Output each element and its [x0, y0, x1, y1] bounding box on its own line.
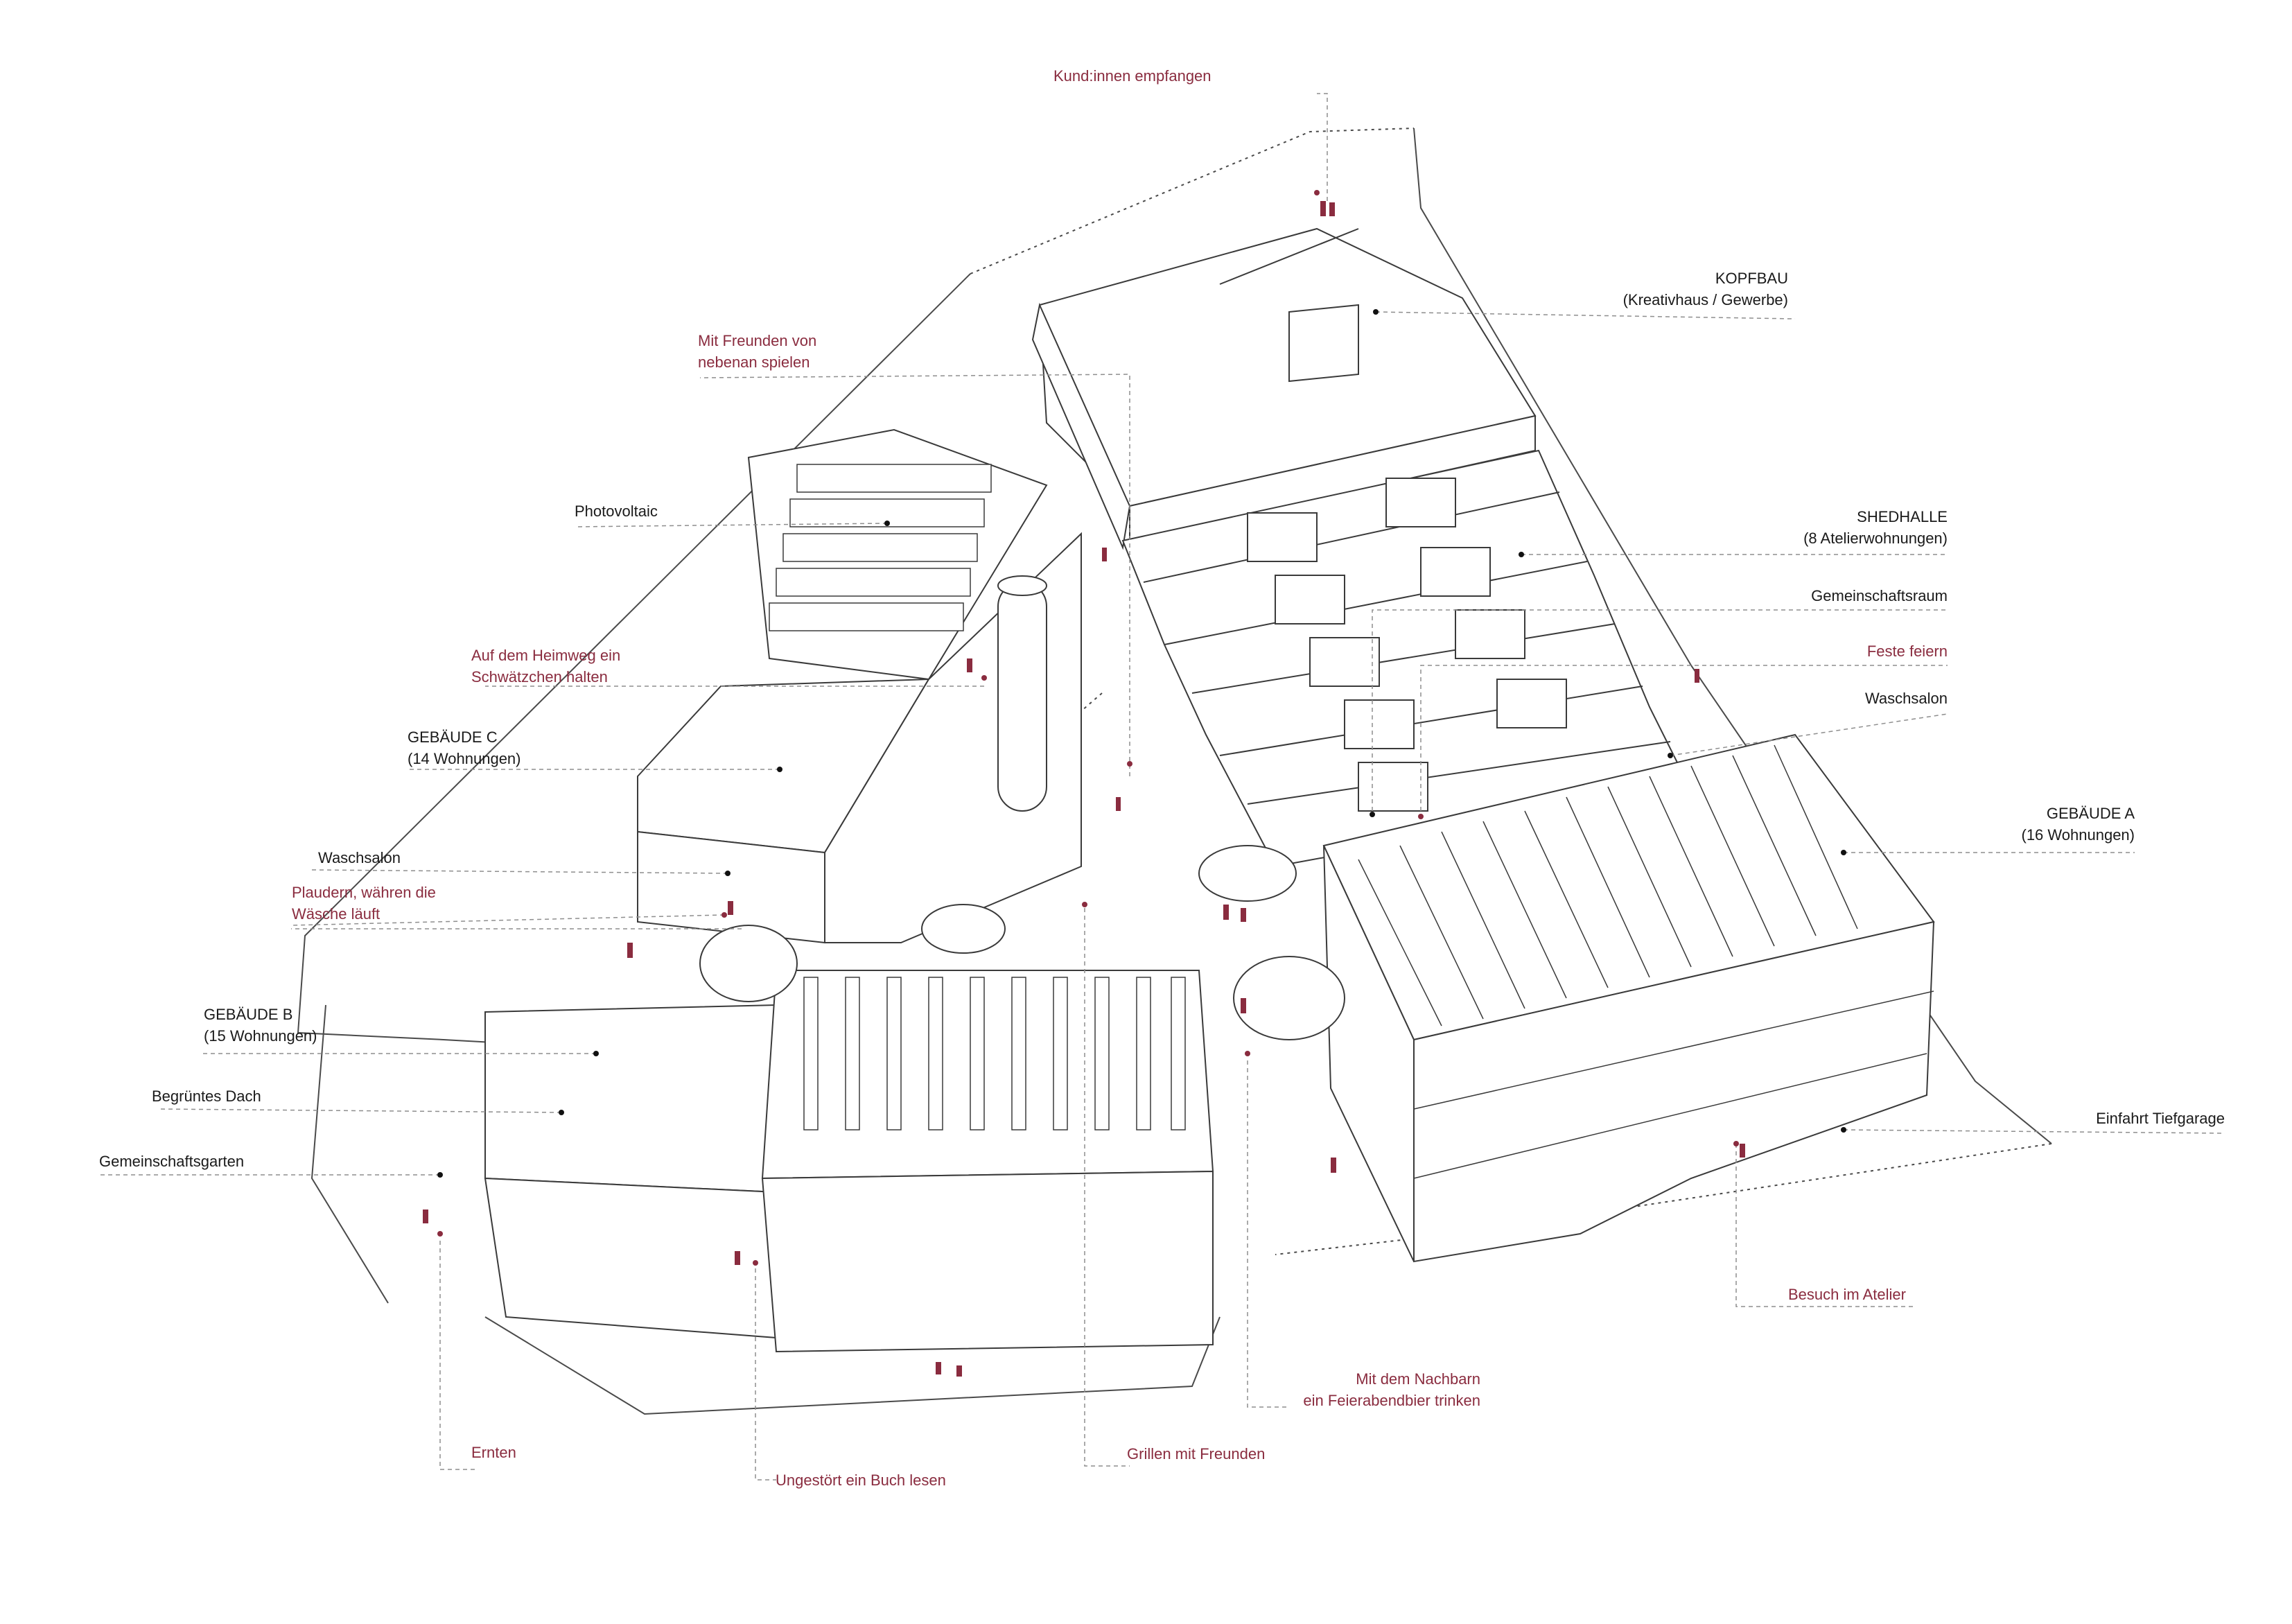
label-waschsalon-a: Waschsalon — [1864, 690, 1948, 707]
activity-buch-lesen: Ungestört ein Buch lesen — [776, 1472, 946, 1489]
label-gebaeude-b: GEBÄUDE B (15 Wohnungen) — [204, 1004, 317, 1047]
label-gebaeude-c: GEBÄUDE C (14 Wohnungen) — [408, 726, 521, 769]
label-gebaeude-c-title: GEBÄUDE C — [408, 728, 498, 746]
label-einfahrt-tiefgarage: Einfahrt Tiefgarage — [2096, 1110, 2225, 1127]
kopfbau-building — [1031, 227, 1537, 550]
label-gebaeude-a-subtitle: (16 Wohnungen) — [2021, 826, 2135, 844]
label-kopfbau: KOPFBAU (Kreativhaus / Gewerbe) — [1623, 268, 1788, 311]
people-figures — [423, 201, 1745, 1377]
label-shedhalle-title: SHEDHALLE — [1857, 508, 1948, 525]
gebaeude-c-building — [637, 428, 1082, 944]
activity-grillen-mit-freunden: Grillen mit Freunden — [1127, 1445, 1266, 1463]
label-gebaeude-a-title: GEBÄUDE A — [2046, 805, 2135, 822]
label-gebaeude-b-title: GEBÄUDE B — [204, 1006, 293, 1023]
activity-plaudern-waesche: Plaudern, währen die Wäsche läuft — [292, 884, 436, 923]
shedhalle-building — [1121, 449, 1692, 868]
label-waschsalon-c: Waschsalon — [318, 849, 401, 866]
label-photovoltaic: Photovoltaic — [575, 503, 658, 520]
leader-dots — [437, 309, 1846, 1178]
activity-kundinnen-empfangen: Kund:innen empfangen — [1053, 67, 1211, 85]
activity-besuch-im-atelier: Besuch im Atelier — [1788, 1286, 1906, 1303]
activity-heimweg-schwaetzchen: Auf dem Heimweg ein Schwätzchen halten — [471, 647, 621, 686]
activity-dots — [437, 190, 1739, 1266]
gebaeude-b-building — [484, 970, 1214, 1353]
label-kopfbau-title: KOPFBAU — [1715, 270, 1788, 287]
activity-feierabendbier: Mit dem Nachbarn ein Feierabendbier trin… — [1303, 1370, 1480, 1409]
leader-lines — [97, 93, 2225, 1481]
gebaeude-a-building — [699, 733, 1935, 1263]
label-gemeinschaftsgarten: Gemeinschaftsgarten — [99, 1153, 245, 1170]
label-gemeinschaftsraum: Gemeinschaftsraum — [1811, 587, 1948, 604]
label-shedhalle-subtitle: (8 Atelierwohnungen) — [1803, 530, 1948, 547]
label-begruentes-dach: Begrüntes Dach — [152, 1088, 261, 1105]
label-shedhalle: SHEDHALLE (8 Atelierwohnungen) — [1803, 506, 1948, 549]
activity-mit-freunden-spielen: Mit Freunden von nebenan spielen — [698, 332, 817, 371]
label-gebaeude-a: GEBÄUDE A (16 Wohnungen) — [2022, 803, 2135, 846]
label-gebaeude-c-subtitle: (14 Wohnungen) — [408, 750, 521, 767]
activity-ernten: Ernten — [471, 1444, 516, 1461]
label-gebaeude-b-subtitle: (15 Wohnungen) — [204, 1027, 317, 1045]
activity-feste-feiern: Feste feiern — [1866, 643, 1948, 660]
label-kopfbau-subtitle: (Kreativhaus / Gewerbe) — [1622, 291, 1788, 308]
